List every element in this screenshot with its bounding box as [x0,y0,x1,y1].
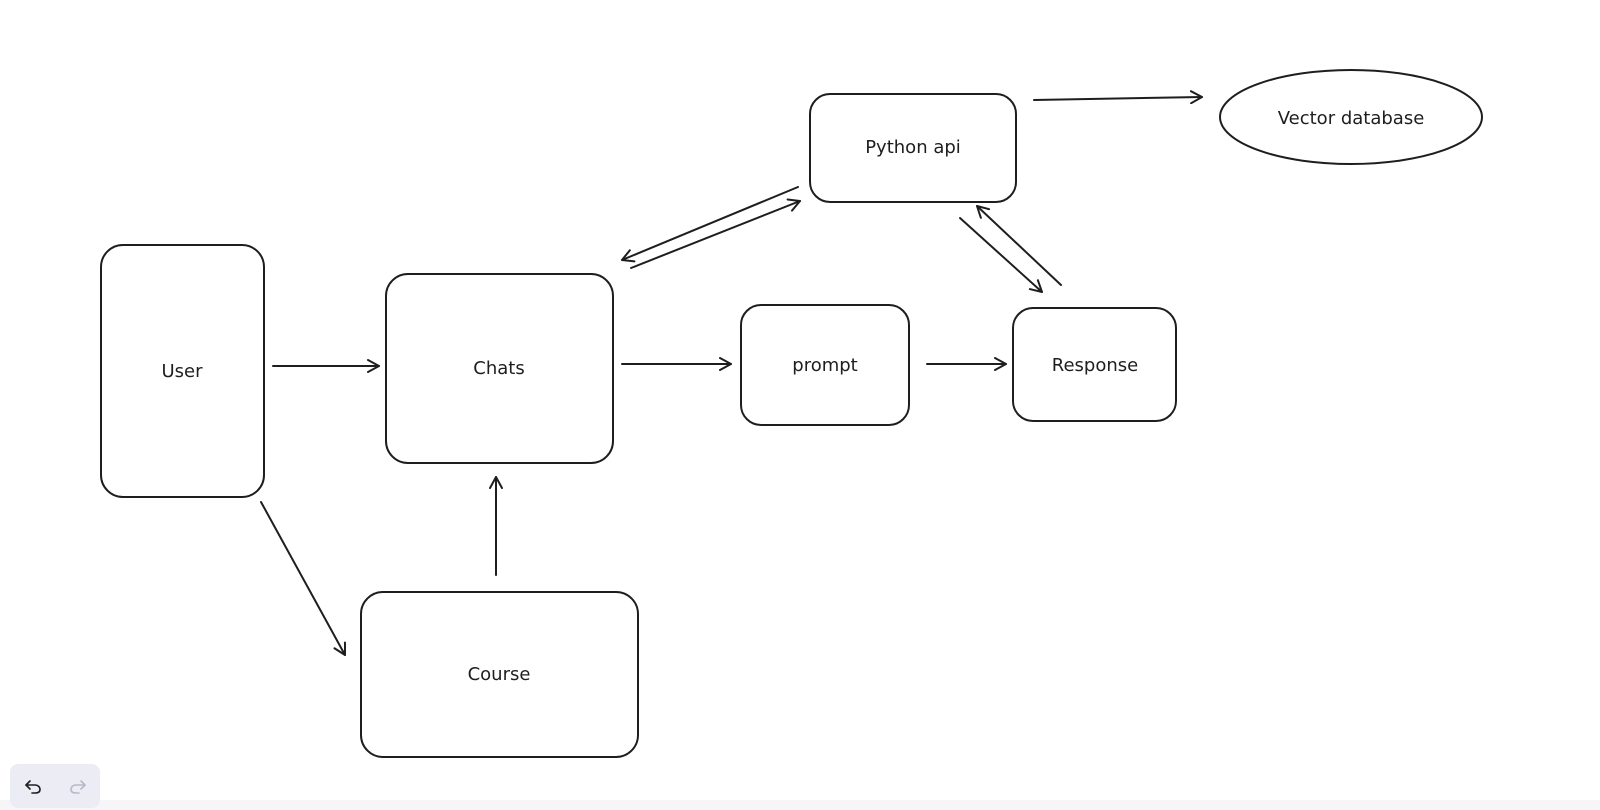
node-chats[interactable]: Chats [385,273,614,464]
node-user[interactable]: User [100,244,265,498]
node-label-python-api: Python api [865,137,961,158]
undo-redo-toolbar [10,764,100,808]
bottom-bar [0,800,1600,810]
undo-icon [24,780,41,794]
node-prompt[interactable]: prompt [740,304,910,426]
redo-button[interactable] [60,768,96,804]
edge-chats-to-python-api[interactable] [630,198,801,269]
node-course[interactable]: Course [360,591,639,758]
node-label-user: User [161,361,203,382]
edge-python-api-to-chats[interactable] [621,186,799,263]
node-label-prompt: prompt [792,355,857,376]
edge-python-api-to-response[interactable] [959,217,1043,293]
edge-user-to-course[interactable] [260,501,346,656]
node-label-vector-database: Vector database [1278,108,1425,129]
node-vector-database[interactable]: Vector database [1219,69,1483,165]
edge-response-to-python-api[interactable] [976,205,1062,286]
node-python-api[interactable]: Python api [809,93,1017,203]
node-response[interactable]: Response [1012,307,1177,422]
node-label-course: Course [468,664,531,685]
redo-icon [69,780,86,794]
node-label-chats: Chats [473,358,524,379]
edge-python-api-to-vector-database[interactable] [1033,90,1203,105]
undo-button[interactable] [15,768,51,804]
node-label-response: Response [1052,355,1138,376]
